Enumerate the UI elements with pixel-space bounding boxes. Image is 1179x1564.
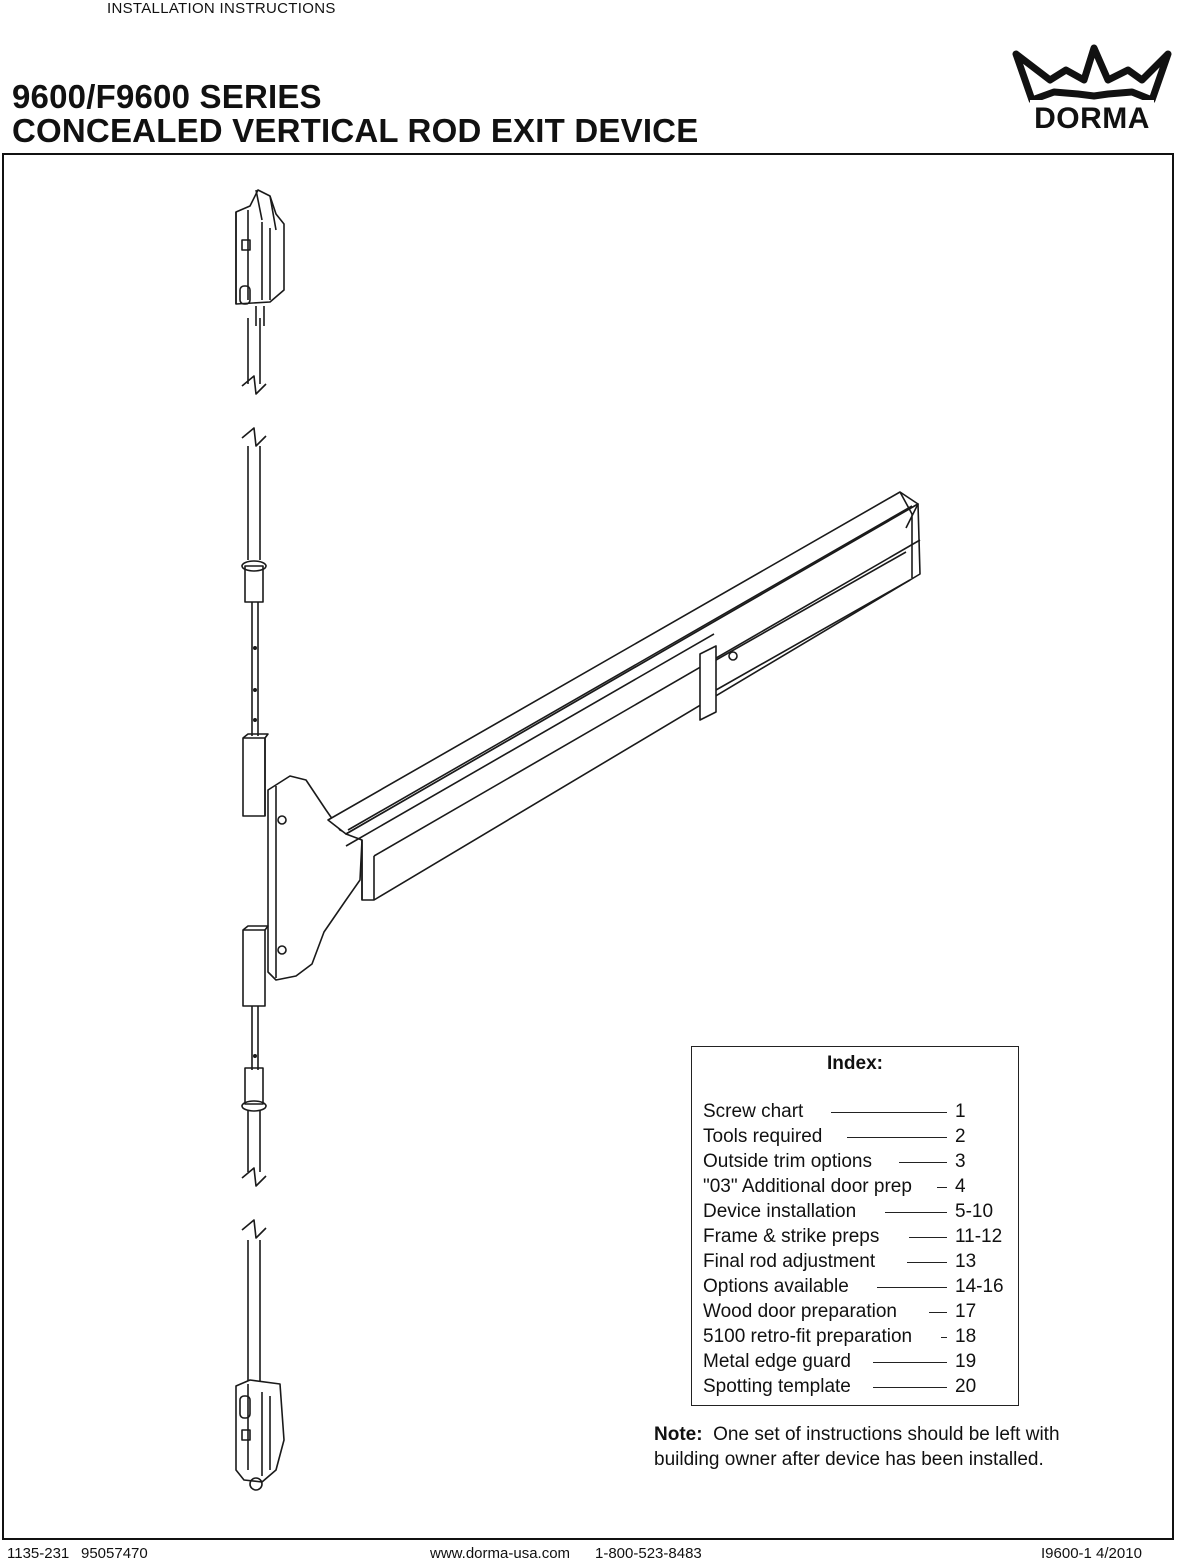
index-item-outside-trim-options: Outside trim options 3 bbox=[703, 1149, 1013, 1174]
document-title-series: 9600/F9600 SERIES bbox=[12, 78, 322, 115]
leader-line bbox=[929, 1312, 947, 1313]
index-item-label: 5100 retro-fit preparation bbox=[703, 1326, 913, 1347]
index-item-additional-door-prep: "03" Additional door prep 4 bbox=[703, 1174, 1013, 1199]
index-item-label: Metal edge guard bbox=[703, 1351, 851, 1372]
leader-line bbox=[873, 1362, 947, 1363]
index-item-label: Wood door preparation bbox=[703, 1301, 897, 1322]
index-item-page: 14-16 bbox=[955, 1276, 1004, 1297]
index-item-screw-chart: Screw chart 1 bbox=[703, 1099, 1013, 1124]
index-item-frame-strike-preps: Frame & strike preps 11-12 bbox=[703, 1224, 1013, 1249]
installation-note: Note: One set of instructions should be … bbox=[654, 1422, 1074, 1472]
index-item-page: 2 bbox=[955, 1126, 966, 1147]
index-item-page: 20 bbox=[955, 1376, 977, 1397]
index-item-label: Spotting template bbox=[703, 1376, 851, 1397]
index-title: Index: bbox=[827, 1053, 883, 1074]
document-type-label: INSTALLATION INSTRUCTIONS bbox=[107, 0, 336, 17]
index-item-metal-edge-guard: Metal edge guard 19 bbox=[703, 1349, 1013, 1374]
leader-line bbox=[885, 1212, 947, 1213]
note-text: One set of instructions should be left w… bbox=[654, 1424, 1060, 1470]
footer-part-number: 1135-231 bbox=[7, 1545, 70, 1562]
dorma-logo: DORMA bbox=[1012, 44, 1172, 135]
index-item-page: 17 bbox=[955, 1301, 977, 1322]
index-item-label: Screw chart bbox=[703, 1101, 804, 1122]
index-item-label: Final rod adjustment bbox=[703, 1251, 876, 1272]
index-item-page: 11-12 bbox=[955, 1226, 1003, 1247]
index-item-page: 13 bbox=[955, 1251, 977, 1272]
index-item-page: 18 bbox=[955, 1326, 977, 1347]
index-item-label: "03" Additional door prep bbox=[703, 1176, 912, 1197]
footer-phone: 1-800-523-8483 bbox=[595, 1545, 702, 1562]
index-item-wood-door-preparation: Wood door preparation 17 bbox=[703, 1299, 1013, 1324]
index-item-device-installation: Device installation 5-10 bbox=[703, 1199, 1013, 1224]
leader-line bbox=[899, 1162, 947, 1163]
index-item-page: 3 bbox=[955, 1151, 966, 1172]
leader-line bbox=[907, 1262, 947, 1263]
note-label: Note: bbox=[654, 1424, 703, 1445]
index-item-label: Tools required bbox=[703, 1126, 823, 1147]
index-item-spotting-template: Spotting template 20 bbox=[703, 1374, 1013, 1399]
leader-line bbox=[847, 1137, 947, 1138]
index-item-options-available: Options available 14-16 bbox=[703, 1274, 1013, 1299]
svg-text:DORMA: DORMA bbox=[1034, 102, 1150, 135]
leader-line bbox=[873, 1387, 947, 1388]
content-frame bbox=[2, 153, 1174, 1540]
index-item-retro-fit-preparation: 5100 retro-fit preparation 18 bbox=[703, 1324, 1013, 1349]
index-box: Index: Screw chart 1 Tools required 2 Ou… bbox=[691, 1046, 1019, 1406]
leader-line bbox=[909, 1237, 947, 1238]
index-item-page: 5-10 bbox=[955, 1201, 994, 1222]
leader-line bbox=[937, 1187, 947, 1188]
footer-website: www.dorma-usa.com bbox=[430, 1545, 571, 1562]
document-title-product: CONCEALED VERTICAL ROD EXIT DEVICE bbox=[12, 112, 699, 149]
index-item-label: Options available bbox=[703, 1276, 849, 1297]
footer-revision: I9600-1 4/2010 bbox=[1041, 1545, 1142, 1562]
index-item-page: 1 bbox=[955, 1101, 966, 1122]
index-item-label: Device installation bbox=[703, 1201, 857, 1222]
index-item-page: 19 bbox=[955, 1351, 977, 1372]
index-item-page: 4 bbox=[955, 1176, 966, 1197]
index-item-label: Frame & strike preps bbox=[703, 1226, 880, 1247]
index-item-final-rod-adjustment: Final rod adjustment 13 bbox=[703, 1249, 1013, 1274]
leader-line bbox=[831, 1112, 947, 1113]
index-item-label: Outside trim options bbox=[703, 1151, 872, 1172]
leader-line bbox=[941, 1337, 947, 1338]
footer-doc-number: 95057470 bbox=[81, 1545, 148, 1562]
index-item-tools-required: Tools required 2 bbox=[703, 1124, 1013, 1149]
leader-line bbox=[877, 1287, 947, 1288]
